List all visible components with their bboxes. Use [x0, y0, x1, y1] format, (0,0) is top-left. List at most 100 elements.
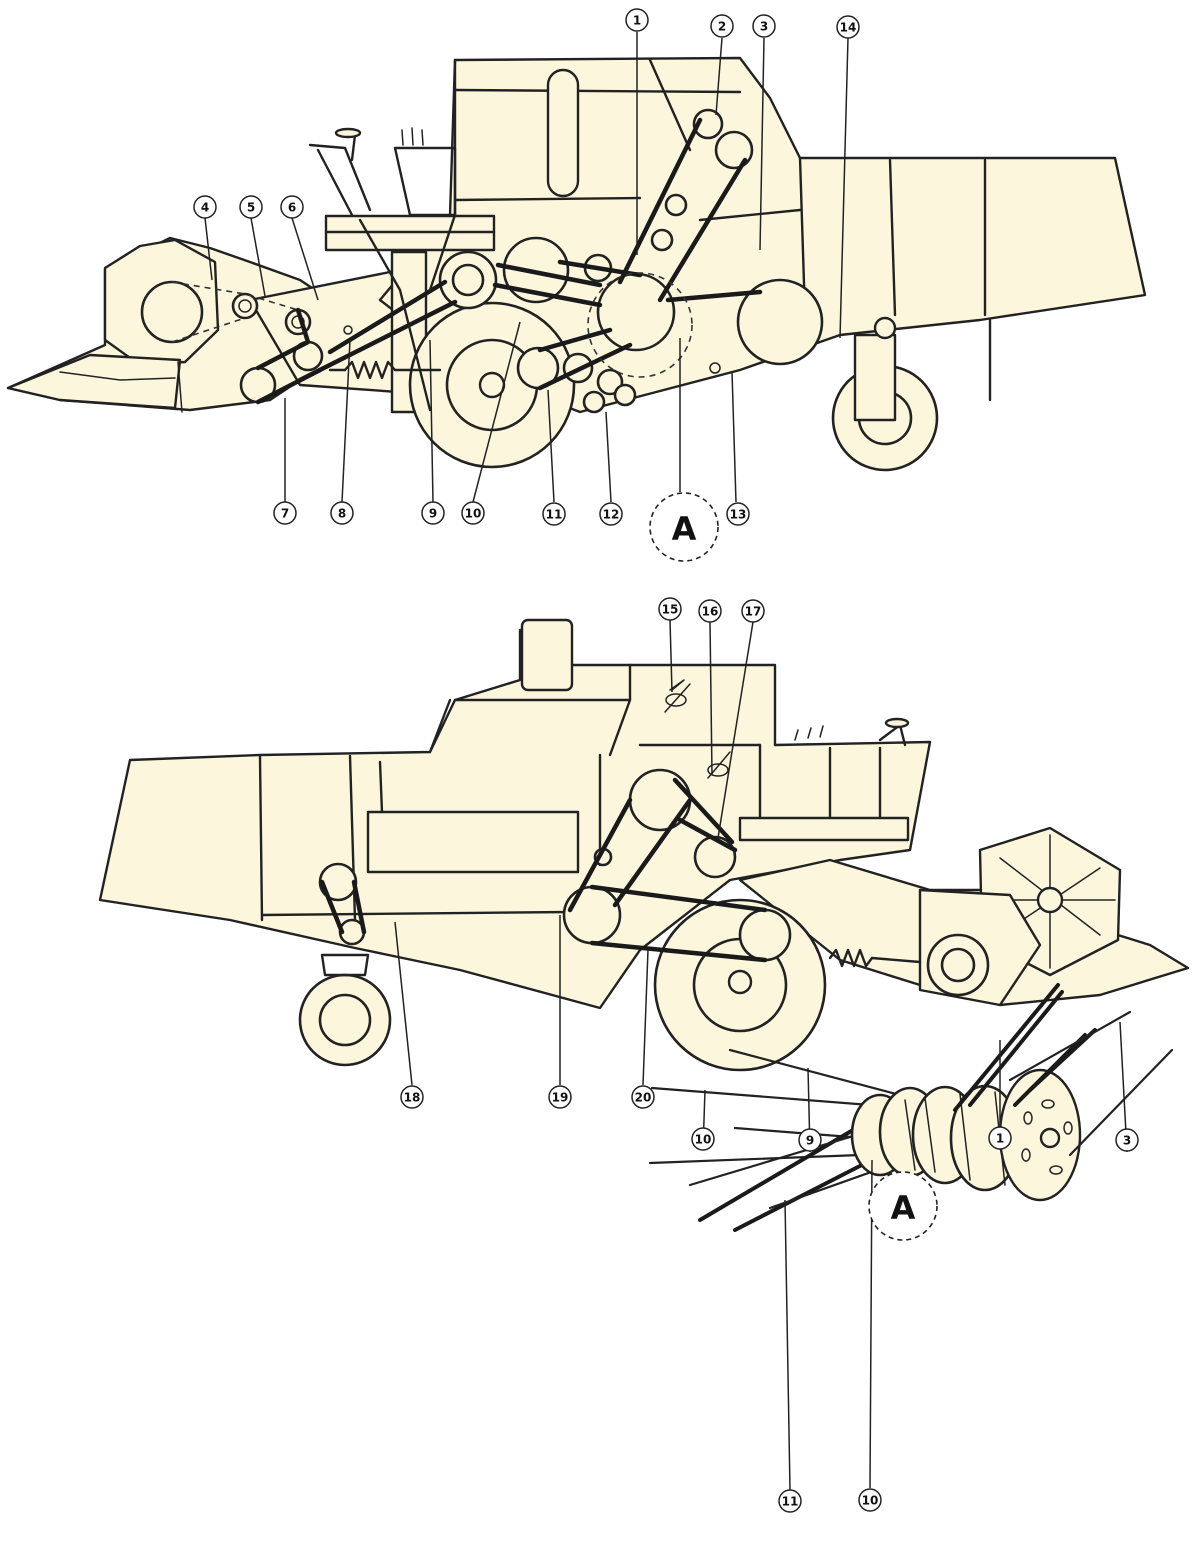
- callout-label: 7: [281, 507, 289, 521]
- mid-grain-window: [520, 618, 574, 692]
- callout-label: 16: [702, 605, 719, 619]
- callout-circle: [741, 599, 765, 623]
- top-header-pulley: [140, 280, 204, 344]
- callout-c7: 7: [273, 501, 297, 525]
- mid-operator-platform: [738, 816, 910, 842]
- detail-marker-top-label: A: [672, 510, 697, 548]
- callout-c12: 12: [599, 502, 623, 526]
- callout-circle: [280, 195, 304, 219]
- callout-label: 4: [201, 201, 209, 215]
- callout-circle: [752, 14, 776, 38]
- middle-view-left-side: [98, 618, 1190, 1072]
- callout-label: 11: [546, 508, 563, 522]
- callout-label: 2: [718, 20, 726, 34]
- callout-c18: 18: [400, 1085, 424, 1109]
- top-main-drive-pulley: [596, 272, 676, 352]
- callout-label: 11: [782, 1495, 799, 1509]
- callout-d1: 1: [988, 1126, 1012, 1150]
- callout-circle: [858, 1488, 882, 1512]
- mid-pulley-17: [693, 835, 737, 879]
- mid-pulley-20: [738, 908, 792, 962]
- callout-label: 8: [338, 507, 346, 521]
- callout-circle: [710, 14, 734, 38]
- callout-c3: 3: [752, 14, 776, 38]
- callout-c4: 4: [193, 195, 217, 219]
- callout-c5: 5: [239, 195, 263, 219]
- callout-d11: 11: [778, 1489, 802, 1513]
- callout-circle: [798, 1128, 822, 1152]
- top-detail-a-region: [587, 272, 693, 378]
- callout-label: 20: [635, 1091, 652, 1105]
- mid-spring: [828, 948, 874, 968]
- callout-c6: 6: [280, 195, 304, 219]
- callout-c13: 13: [726, 502, 750, 526]
- callout-circle: [239, 195, 263, 219]
- callout-circle: [330, 501, 354, 525]
- callout-circle: [599, 502, 623, 526]
- callout-label: 17: [745, 605, 762, 619]
- mid-pulley-19: [562, 885, 622, 945]
- callout-circle: [658, 597, 682, 621]
- callout-label: 12: [603, 508, 620, 522]
- callout-label: 3: [1123, 1134, 1131, 1148]
- callout-c19: 19: [548, 1085, 572, 1109]
- top-header-divider: [6, 353, 182, 410]
- callout-circle: [778, 1489, 802, 1513]
- callout-label: 13: [730, 508, 747, 522]
- callout-d10b: 10: [858, 1488, 882, 1512]
- callout-circle: [273, 501, 297, 525]
- callout-c17: 17: [741, 599, 765, 623]
- callout-c15: 15: [658, 597, 682, 621]
- callout-label: 10: [695, 1133, 712, 1147]
- callout-label: 9: [429, 507, 437, 521]
- callout-label: 9: [806, 1134, 814, 1148]
- detail-marker-bottom: A: [868, 1171, 938, 1241]
- callout-label: 1: [996, 1132, 1004, 1146]
- detail-marker-top: A: [649, 492, 719, 562]
- callout-c16: 16: [698, 599, 722, 623]
- callout-circle: [400, 1085, 424, 1109]
- detail-marker-bottom-label: A: [891, 1189, 916, 1227]
- callout-circle: [988, 1126, 1012, 1150]
- callout-circle: [631, 1085, 655, 1109]
- callout-c10: 10: [461, 501, 485, 525]
- callout-label: 10: [862, 1494, 879, 1508]
- callout-label: 14: [840, 21, 857, 35]
- top-spring: [343, 360, 397, 380]
- callout-circle: [461, 501, 485, 525]
- callout-d9: 9: [798, 1128, 822, 1152]
- callout-d10a: 10: [691, 1127, 715, 1151]
- top-pulley-cylinder: [502, 236, 570, 304]
- callout-c14: 14: [836, 15, 860, 39]
- callout-label: 18: [404, 1091, 421, 1105]
- top-pulley-2: [692, 108, 724, 140]
- callout-circle: [625, 8, 649, 32]
- callout-label: 5: [247, 201, 255, 215]
- callout-circle: [421, 501, 445, 525]
- callout-c1: 1: [625, 8, 649, 32]
- top-grain-window: [546, 68, 580, 198]
- top-view-drive-system: [140, 108, 824, 414]
- callout-label: 6: [288, 201, 296, 215]
- callout-c20: 20: [631, 1085, 655, 1109]
- callout-circle: [1115, 1128, 1139, 1152]
- callout-c2: 2: [710, 14, 734, 38]
- callout-label: 1: [633, 14, 641, 28]
- callout-c9: 9: [421, 501, 445, 525]
- callout-c11: 11: [542, 502, 566, 526]
- callout-circle: [548, 1085, 572, 1109]
- detail-end-disc: [998, 1068, 1082, 1202]
- callout-label: 3: [760, 20, 768, 34]
- top-pulley-12: [582, 390, 606, 414]
- callout-circle: [836, 15, 860, 39]
- callout-label: 10: [465, 507, 482, 521]
- callout-c8: 8: [330, 501, 354, 525]
- callout-label: 19: [552, 1091, 569, 1105]
- middle-view-drive-system: [318, 679, 792, 963]
- callout-label: 15: [662, 603, 679, 617]
- callout-circle: [691, 1127, 715, 1151]
- top-pulley-14: [736, 278, 824, 366]
- callout-circle: [698, 599, 722, 623]
